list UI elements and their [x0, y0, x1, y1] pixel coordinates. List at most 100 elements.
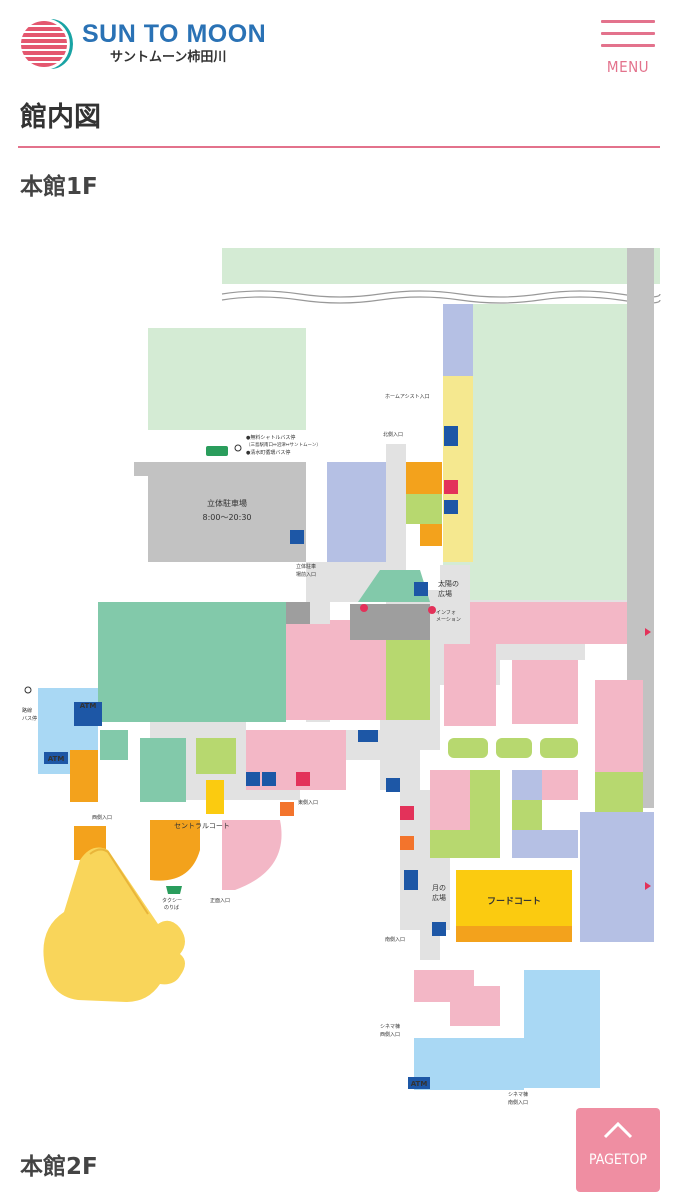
cinema-south-entrance-label-2: 南側入口 — [508, 1099, 528, 1106]
shop-block[interactable] — [540, 738, 578, 758]
west-entrance-label: 西側入口 — [92, 814, 112, 821]
parking-label: 立体駐車場 — [207, 498, 247, 508]
elevator-icon — [386, 778, 400, 792]
central-court-shop[interactable] — [150, 820, 200, 881]
shop-block[interactable] — [420, 524, 442, 546]
aed-icon — [360, 604, 368, 612]
bus-stop-icon — [234, 444, 242, 452]
restroom-icon — [400, 806, 414, 820]
smoking-icon — [280, 802, 294, 816]
shop-block[interactable] — [100, 730, 128, 760]
escalator-icon — [358, 730, 378, 742]
shop-block[interactable] — [595, 680, 643, 772]
elevator-icon — [206, 780, 224, 814]
bus-icon — [206, 446, 228, 456]
elevator-icon — [432, 922, 446, 936]
menu-button[interactable]: MENU — [598, 18, 658, 82]
shop-block[interactable] — [430, 770, 470, 830]
parking-structure[interactable] — [148, 462, 306, 562]
south-entrance-label: 南側入口 — [385, 936, 405, 943]
atm-label: ATM — [80, 702, 97, 710]
atm-block[interactable] — [408, 1077, 430, 1089]
route-bus-label-2: バス停 — [22, 715, 37, 722]
shop-block[interactable] — [580, 812, 654, 942]
taxi-label: タクシー — [162, 897, 182, 904]
pagetop-button[interactable]: PAGETOP — [576, 1108, 660, 1192]
route-bus-label: 路線 — [22, 707, 32, 714]
service-area — [286, 602, 310, 624]
elevator-icon — [246, 772, 260, 786]
central-court-shop[interactable] — [222, 820, 282, 890]
shop-block[interactable] — [542, 770, 578, 800]
page-title: 館内図 — [20, 102, 101, 133]
sun-plaza-label: 太陽の — [438, 579, 459, 588]
shop-block[interactable] — [595, 772, 643, 812]
title-divider — [18, 146, 660, 148]
shop-block[interactable] — [444, 644, 496, 726]
elevator-icon — [414, 582, 428, 596]
shop-block[interactable] — [470, 770, 500, 830]
information-label: インフォ — [436, 610, 456, 616]
taxi-icon — [166, 886, 182, 894]
home-assist-area — [443, 376, 473, 562]
chevron-up-icon — [603, 1121, 633, 1139]
shop-block[interactable] — [512, 800, 542, 830]
logo-title: SUN TO MOON — [82, 20, 267, 48]
escalator-icon — [444, 426, 458, 446]
cinema-south-entrance-label: シネマ棟 — [508, 1091, 528, 1098]
hamburger-icon-bar — [601, 44, 655, 47]
parking-entrance-label: 立体駐車 — [296, 563, 316, 570]
shop-block[interactable] — [512, 830, 578, 858]
shop-block[interactable] — [70, 750, 98, 802]
shop-block[interactable] — [140, 738, 186, 802]
hamburger-icon — [601, 20, 655, 23]
shop-block[interactable] — [196, 738, 236, 774]
river-line — [221, 296, 661, 304]
sun-to-moon-logo-icon[interactable] — [18, 16, 74, 72]
shop-block[interactable] — [327, 462, 387, 564]
moon-plaza-label-2: 広場 — [432, 893, 446, 902]
cinema-block[interactable] — [414, 1038, 524, 1090]
shop-block-teal[interactable] — [98, 602, 286, 722]
floor-map-1f[interactable]: 立体駐車場 8:00〜20:30 ●無料シャトルバス停 （三島駅南口⇔沼津⇔サン… — [0, 230, 679, 1110]
atm-label-3: ATM — [411, 1080, 428, 1088]
escalator-icon — [404, 870, 418, 890]
walkway — [386, 444, 406, 564]
atm-block[interactable] — [44, 752, 68, 764]
pointing-hand-icon — [43, 847, 185, 1002]
river-line — [221, 290, 661, 298]
shop-block[interactable] — [448, 738, 488, 758]
information-label-2: メーション — [436, 617, 461, 623]
shuttle-bus-label: ●無料シャトルバス停 — [246, 434, 295, 441]
shop-block[interactable] — [512, 660, 578, 724]
arrow-icon — [645, 882, 651, 890]
section-title-1f: 本館1F — [20, 174, 98, 200]
logo-text[interactable]: SUN TO MOON サントムーン柿田川 — [82, 20, 267, 66]
shop-block[interactable] — [512, 770, 542, 800]
shop-block[interactable] — [286, 624, 330, 720]
arrow-icon — [645, 628, 651, 636]
atm-label-2: ATM — [48, 755, 65, 763]
north-entrance-label: 北側入口 — [383, 431, 403, 438]
elevator-icon — [290, 530, 304, 544]
sun-plaza-label-2: 広場 — [438, 589, 452, 598]
parking-hours: 8:00〜20:30 — [202, 513, 251, 522]
shop-block[interactable] — [496, 738, 532, 758]
river — [222, 284, 660, 304]
cinema-shop[interactable] — [450, 986, 500, 1026]
information-icon — [428, 606, 436, 614]
shop-block[interactable] — [406, 494, 442, 524]
shop-block[interactable] — [386, 640, 430, 720]
site-header: SUN TO MOON サントムーン柿田川 MENU — [0, 0, 679, 92]
shuttle-bus-detail: （三島駅南口⇔沼津⇔サントムーン） — [246, 441, 321, 448]
shop-block[interactable] — [430, 830, 500, 858]
cinema-block[interactable] — [524, 970, 600, 1088]
food-court-counter — [456, 926, 572, 942]
cinema-west-entrance-label-2: 西側入口 — [380, 1031, 400, 1038]
section-title-2f: 本館2F — [20, 1154, 98, 1180]
central-court-label: セントラルコート — [174, 822, 230, 830]
shop-block[interactable] — [406, 462, 442, 494]
atm-block[interactable] — [74, 702, 102, 726]
shop-block[interactable] — [470, 602, 627, 644]
walkway — [150, 565, 627, 960]
